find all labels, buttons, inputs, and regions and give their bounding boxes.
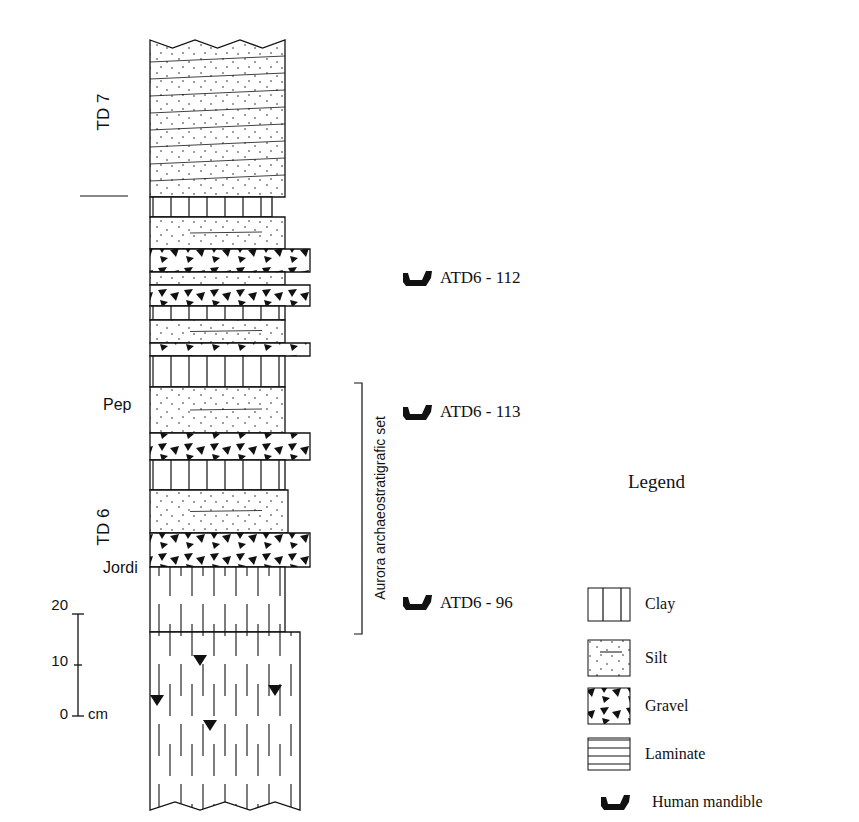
gravel-clast [193, 655, 207, 666]
lamina [190, 511, 262, 512]
scale-number: 10 [51, 653, 68, 670]
unit-boundary [80, 196, 128, 197]
strata-layer [150, 356, 285, 387]
scale-number: 20 [51, 597, 68, 614]
strata-layer [150, 272, 285, 285]
unit-label: TD 6 [95, 509, 114, 546]
specimen-label: ATD6 - 113 [440, 403, 521, 422]
legend-title: Legend [628, 472, 685, 493]
mandible-icon [601, 795, 630, 810]
level-label: Pep [103, 396, 131, 414]
legend-text: Laminate [645, 745, 705, 763]
strata-layer [150, 567, 285, 632]
strata-layer [150, 217, 285, 249]
lamina [150, 124, 285, 130]
scale-bar [72, 614, 84, 716]
strata-layer [150, 306, 285, 320]
bracket [354, 383, 362, 634]
legend-text: Clay [645, 595, 675, 613]
strata-layer [150, 285, 310, 306]
gravel-clast [150, 695, 164, 706]
strata-layer [150, 490, 288, 533]
specimen-label: ATD6 - 96 [440, 594, 513, 613]
legend-text: Human mandible [652, 793, 763, 811]
legend-text: Gravel [645, 697, 689, 715]
strata-layer [150, 40, 285, 197]
lamina [190, 409, 262, 410]
strata-layer [150, 533, 310, 567]
mandible-icon [403, 271, 432, 286]
mandible-icon [403, 405, 432, 420]
mandible-icon [403, 595, 432, 610]
bracket-label: Aurora archaeostratigrafic set [373, 416, 388, 600]
lamina [190, 331, 262, 332]
strata-layer [150, 433, 310, 460]
legend-text: Silt [645, 649, 667, 667]
gravel-clast [203, 720, 217, 731]
legend-samples [588, 588, 630, 770]
unit-label: TD 7 [95, 94, 114, 131]
strata-layer [150, 632, 300, 810]
strata-layer [150, 460, 285, 490]
scale-unit: cm [88, 706, 108, 723]
strata-layer [150, 320, 285, 343]
level-label: Jordi [103, 559, 138, 577]
strata-layer [150, 387, 285, 433]
lamina [150, 158, 285, 164]
scale-number: 0 [60, 706, 68, 723]
lamina [150, 107, 285, 113]
strata-layer [150, 249, 310, 272]
gravel-clast [268, 685, 282, 696]
lamina [150, 56, 285, 62]
strata-layer [150, 343, 310, 356]
lamina [150, 141, 285, 147]
lamina [150, 90, 285, 96]
lamina [150, 175, 285, 181]
lamina [150, 73, 285, 79]
strata-layer [150, 197, 272, 217]
lamina [190, 232, 262, 233]
specimen-label: ATD6 - 112 [440, 269, 521, 288]
